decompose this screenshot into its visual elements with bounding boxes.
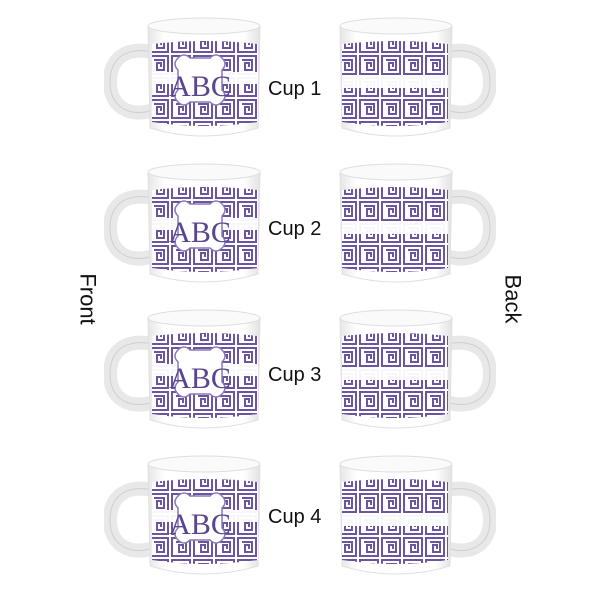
monogram-text: ABC [169,508,231,541]
monogram-text: ABC [169,216,231,249]
cup-2-label: Cup 2 [268,218,322,240]
front-side-label: Front [75,273,101,325]
monogram-text: ABC [169,362,231,395]
cup-4-back-mug [336,448,496,582]
cup-1-front-mug: ABC [104,10,264,144]
cup-4-front-mug: ABC [104,448,264,582]
cup-3-label: Cup 3 [268,364,322,386]
cup-2-back-mug [336,156,496,290]
monogram-text: ABC [169,70,231,103]
cup-3-back-mug [336,302,496,436]
cup-3-front-mug: ABC [104,302,264,436]
cup-2-front-mug: ABC [104,156,264,290]
cup-1-label: Cup 1 [268,78,322,100]
back-side-label: Back [500,274,526,324]
cup-1-back-mug [336,10,496,144]
cup-4-label: Cup 4 [268,506,322,528]
